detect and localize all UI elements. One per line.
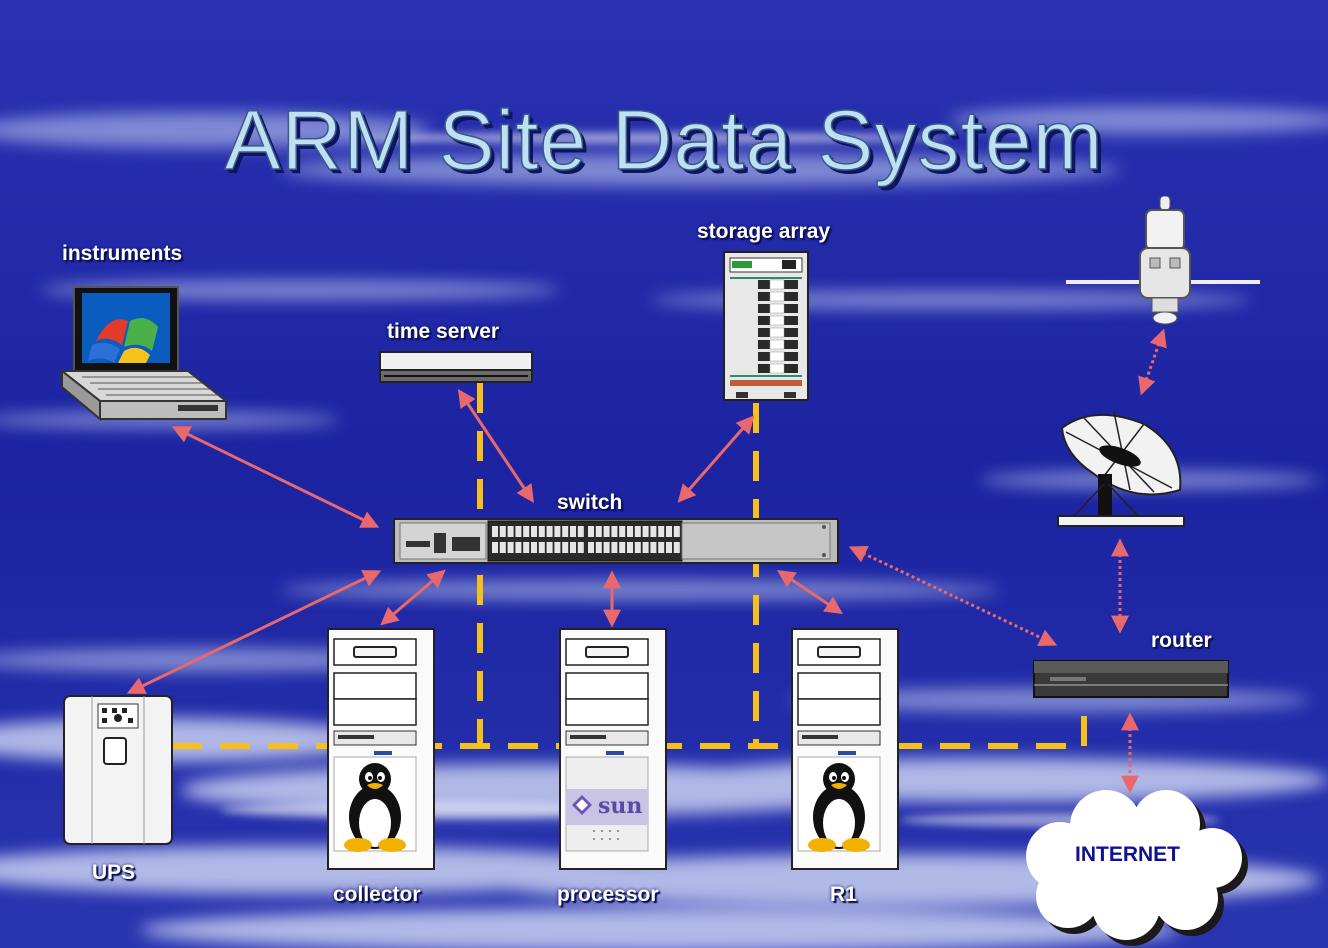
windows-logo-icon bbox=[88, 318, 158, 363]
switch-port bbox=[603, 526, 610, 537]
linux-penguin-icon bbox=[344, 763, 406, 852]
switch-port bbox=[603, 542, 610, 553]
collector-server bbox=[327, 628, 435, 870]
internet-label: INTERNET bbox=[1075, 843, 1180, 866]
switch-port bbox=[507, 542, 514, 553]
switch-port bbox=[554, 526, 561, 537]
switch-port bbox=[588, 542, 594, 553]
switch-port bbox=[515, 526, 522, 537]
router-label: router bbox=[1151, 629, 1212, 652]
link-dish-satellite bbox=[1138, 328, 1167, 396]
link-instruments-switch bbox=[171, 426, 380, 528]
switch-port bbox=[611, 542, 618, 553]
internet-cloud-icon bbox=[1026, 790, 1248, 946]
storage-array-label: storage array bbox=[697, 220, 831, 243]
switch-port bbox=[634, 542, 641, 553]
switch-port bbox=[531, 542, 537, 553]
r1-label: R1 bbox=[830, 883, 857, 906]
time-server-label: time server bbox=[387, 320, 500, 343]
collector-label: collector bbox=[333, 883, 421, 906]
switch-port bbox=[619, 526, 626, 537]
switch-port bbox=[588, 526, 594, 537]
switch-port bbox=[595, 526, 602, 537]
processor-server: sun bbox=[559, 628, 667, 870]
switch-port bbox=[666, 542, 672, 553]
switch-port bbox=[627, 526, 633, 537]
switch-port bbox=[634, 526, 641, 537]
switch-port bbox=[499, 526, 506, 537]
sun-logo-icon bbox=[572, 795, 592, 815]
switch-port bbox=[627, 542, 633, 553]
switch-port bbox=[577, 526, 584, 537]
processor-label: processor bbox=[557, 883, 659, 906]
page-title: ARM Site Data System bbox=[224, 92, 1104, 188]
switch-port bbox=[650, 526, 657, 537]
time-server-device bbox=[379, 351, 533, 383]
switch-port bbox=[619, 542, 626, 553]
switch-port bbox=[492, 542, 498, 553]
switch-port bbox=[554, 542, 561, 553]
switch-port bbox=[546, 542, 553, 553]
switch-port bbox=[642, 526, 649, 537]
switch-port bbox=[492, 526, 498, 537]
switch-port bbox=[570, 526, 576, 537]
network-switch-device bbox=[393, 518, 839, 564]
switch-port bbox=[673, 526, 680, 537]
switch-port bbox=[611, 526, 618, 537]
ups-device bbox=[63, 695, 173, 845]
r1-server bbox=[791, 628, 899, 870]
switch-port bbox=[658, 526, 665, 537]
switch-port bbox=[595, 542, 602, 553]
switch-port bbox=[499, 542, 506, 553]
storage-array-device bbox=[723, 251, 809, 401]
link-ups-switch bbox=[126, 570, 382, 694]
satellite-icon bbox=[1066, 196, 1260, 325]
switch-port bbox=[507, 526, 514, 537]
switch-port bbox=[562, 542, 569, 553]
link-r1-switch bbox=[777, 570, 843, 614]
switch-port bbox=[650, 542, 657, 553]
switch-port bbox=[666, 526, 672, 537]
switch-ports bbox=[492, 526, 680, 553]
switch-port bbox=[658, 542, 665, 553]
ups-label: UPS bbox=[92, 861, 136, 884]
linux-penguin-icon bbox=[808, 763, 870, 852]
switch-port bbox=[523, 526, 530, 537]
switch-port bbox=[538, 542, 545, 553]
link-switch-router bbox=[848, 546, 1058, 646]
link-timeserver-switch bbox=[458, 389, 534, 503]
switch-label: switch bbox=[557, 491, 623, 514]
sun-logo-text: sun bbox=[598, 793, 642, 819]
switch-port bbox=[642, 542, 649, 553]
switch-port bbox=[673, 542, 680, 553]
switch-port bbox=[562, 526, 569, 537]
switch-port bbox=[523, 542, 530, 553]
satellite-dish-icon bbox=[1057, 411, 1185, 527]
link-storage-switch bbox=[677, 415, 755, 503]
instruments-laptop bbox=[59, 286, 229, 422]
router-device bbox=[1033, 660, 1229, 698]
switch-port bbox=[538, 526, 545, 537]
switch-port bbox=[531, 526, 537, 537]
switch-port bbox=[577, 542, 584, 553]
switch-port bbox=[546, 526, 553, 537]
switch-port bbox=[515, 542, 522, 553]
switch-port bbox=[570, 542, 576, 553]
link-collector-switch bbox=[380, 569, 446, 626]
instruments-label: instruments bbox=[62, 242, 183, 265]
